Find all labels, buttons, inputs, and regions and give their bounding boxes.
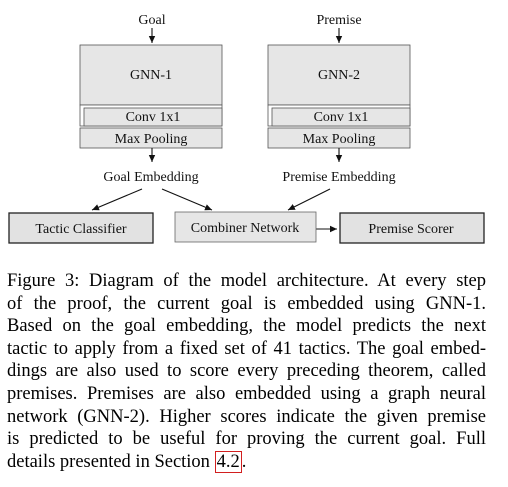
figure-caption: Figure 3: Diagram of the model architect… <box>7 270 486 473</box>
max-pooling-right-label: Max Pooling <box>303 132 376 147</box>
caption-line: premises. Premises are also embedded usi… <box>7 383 486 404</box>
gnn-1-label: GNN-1 <box>130 68 172 83</box>
section-reference-link[interactable]: 4.2 <box>214 450 242 473</box>
combiner-network-box <box>174 211 317 243</box>
caption-line: tactic to apply from a fixed set of 41 t… <box>7 338 486 359</box>
max-pooling-left-label: Max Pooling <box>115 132 188 147</box>
goal-embedding-label: Goal Embedding <box>103 170 198 185</box>
gnn-2-box <box>267 44 411 106</box>
right-branch: GNN-2 Conv 1x1 Max Pooling Premise Embed… <box>267 44 411 185</box>
tactic-classifier-box <box>8 212 154 244</box>
left-branch: GNN-1 Conv 1x1 Max Pooling Goal Embeddin… <box>79 44 223 185</box>
goal-to-tactic-arrow <box>91 188 143 211</box>
conv-1x1-left-box <box>83 107 223 127</box>
premise-scorer-box <box>339 212 485 244</box>
premise-input-label: Premise <box>316 13 361 28</box>
caption-line: is predicted to be useful for proving th… <box>7 429 486 450</box>
conv-1x1-right-box <box>271 107 411 127</box>
caption-last-text: details presented in Section <box>7 451 215 472</box>
gnn-2-label: GNN-2 <box>318 68 360 83</box>
caption-last-line: details presented in Section 4.2. <box>7 450 486 474</box>
goal-to-combiner-arrow <box>161 188 213 211</box>
caption-line: of the proof, the current goal is embedd… <box>7 293 486 314</box>
caption-line: dings are also used to score every prece… <box>7 361 486 382</box>
conv-1x1-left-label: Conv 1x1 <box>126 110 181 125</box>
premise-embedding-label: Premise Embedding <box>282 170 395 185</box>
premise-scorer-label: Premise Scorer <box>368 222 453 237</box>
goal-input-label: Goal <box>138 13 165 28</box>
premise-to-combiner-arrow <box>287 188 331 211</box>
caption-line: Figure 3: Diagram of the model architect… <box>7 271 486 291</box>
conv-1x1-right-label: Conv 1x1 <box>314 110 369 125</box>
max-pooling-left-box <box>79 127 223 149</box>
gnn-1-box <box>79 44 223 106</box>
caption-line: network (GNN-2). Higher scores indicate … <box>7 406 486 427</box>
architecture-diagram: Goal Premise GNN-1 Conv 1x1 Max Pooling … <box>8 13 485 244</box>
tactic-classifier-label: Tactic Classifier <box>35 222 126 237</box>
combiner-network-label: Combiner Network <box>191 221 299 236</box>
caption-line: Based on the goal embedding, the model p… <box>7 316 486 337</box>
caption-period: . <box>241 451 247 472</box>
